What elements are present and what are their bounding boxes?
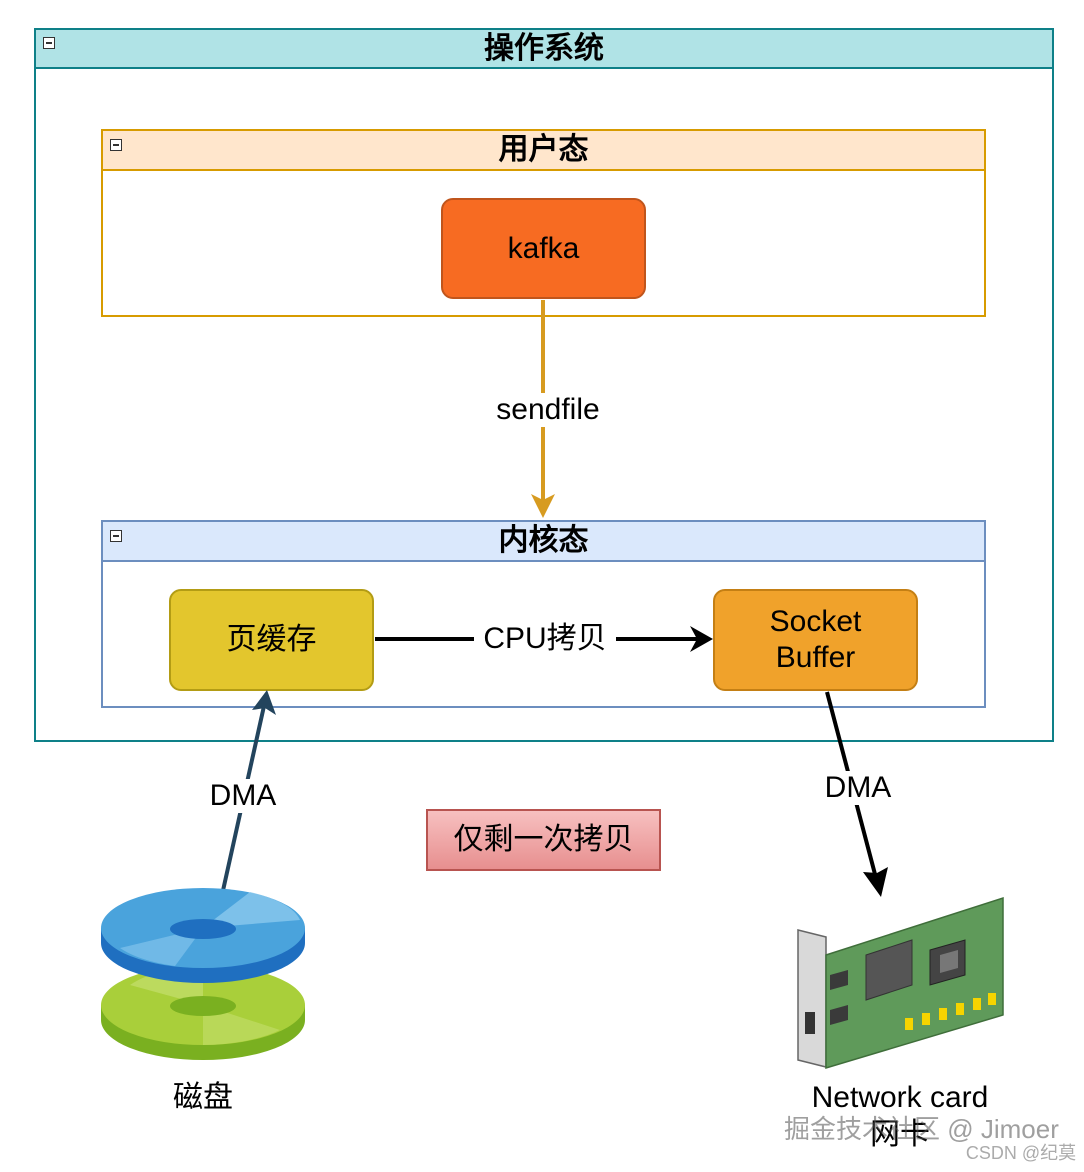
socket-buffer-label-line2: Buffer: [775, 641, 856, 674]
network-card-label: Network card: [811, 1081, 989, 1114]
collapse-icon[interactable]: [110, 530, 122, 542]
kernel-space-header: 内核态: [103, 522, 984, 562]
csdn-watermark: CSDN @纪莫: [965, 1143, 1077, 1163]
os-header: 操作系统: [36, 30, 1052, 69]
os-title: 操作系统: [484, 32, 604, 65]
dma-out-arrowhead: [863, 867, 888, 897]
disk-icon: [101, 888, 305, 1060]
cpu-copy-arrowhead: [690, 626, 713, 652]
network-card-icon: [797, 896, 1004, 1070]
sendfile-label: sendfile: [486, 393, 610, 427]
page-cache-box[interactable]: 页缓存: [169, 589, 374, 691]
kafka-process[interactable]: kafka: [441, 198, 646, 299]
juejin-watermark: 掘金技术社区 @ Jimoer: [784, 1114, 1059, 1144]
disk-label: 磁盘: [173, 1081, 233, 1114]
kernel-space-title: 内核态: [498, 524, 589, 557]
kafka-label: kafka: [507, 231, 580, 265]
user-space-header: 用户态: [103, 131, 984, 171]
collapse-icon[interactable]: [110, 139, 122, 151]
dma-in-label: DMA: [203, 779, 283, 813]
network-card-cn-label: 网卡: [870, 1118, 930, 1151]
single-copy-note-label: 仅剩一次拷贝: [453, 823, 634, 856]
user-space-title: 用户态: [498, 133, 589, 166]
dma-in-arrowhead: [252, 690, 276, 715]
cpu-copy-label: CPU拷贝: [474, 622, 616, 656]
sendfile-arrowhead: [531, 494, 555, 518]
collapse-icon[interactable]: [43, 37, 55, 49]
single-copy-note: 仅剩一次拷贝: [426, 809, 661, 871]
socket-buffer-label-line1: Socket: [769, 605, 862, 638]
page-cache-label: 页缓存: [226, 623, 317, 656]
socket-buffer-box[interactable]: Socket Buffer: [713, 589, 918, 691]
dma-out-label: DMA: [818, 771, 898, 805]
